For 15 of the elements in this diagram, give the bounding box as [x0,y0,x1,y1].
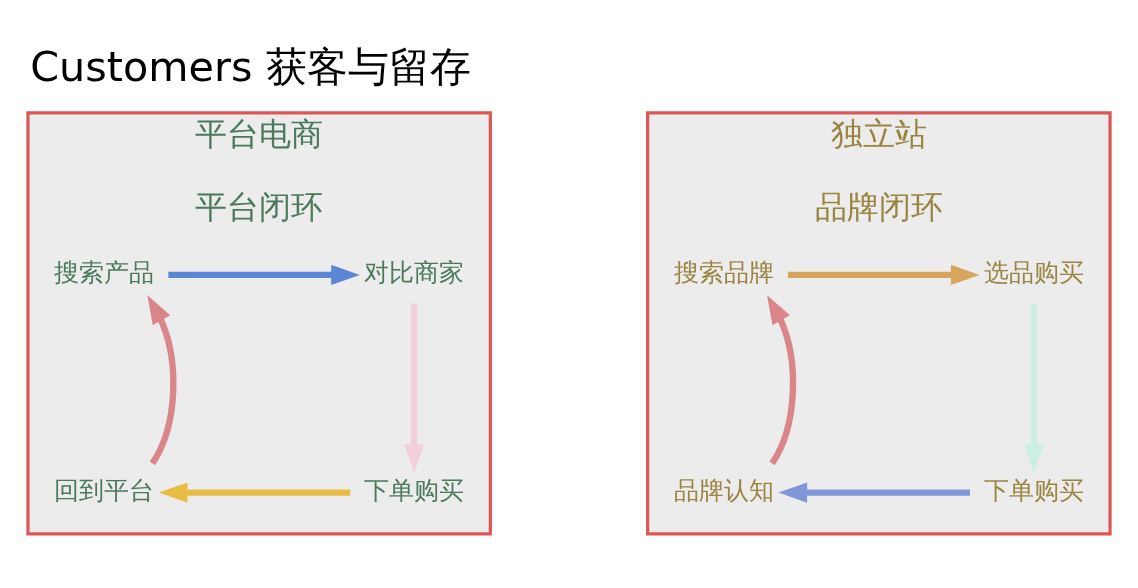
node-text: 回到平台 [54,474,155,505]
node-text: 搜索产品 [54,256,155,287]
arrow [147,295,177,466]
node-text: 下单购买 [983,474,1084,505]
arrow [404,303,425,474]
node-text: 品牌认知 [673,474,774,505]
node-text: 搜索品牌 [673,256,774,287]
arrow [767,295,797,466]
arrow [158,482,351,503]
node-text: 下单购买 [364,474,465,505]
node-text: 对比商家 [364,256,465,287]
node-text: 选品购买 [983,256,1084,287]
diagram-title: Customers 获客与留存 [30,42,471,91]
arrow [168,264,360,285]
arrow [1023,303,1044,474]
